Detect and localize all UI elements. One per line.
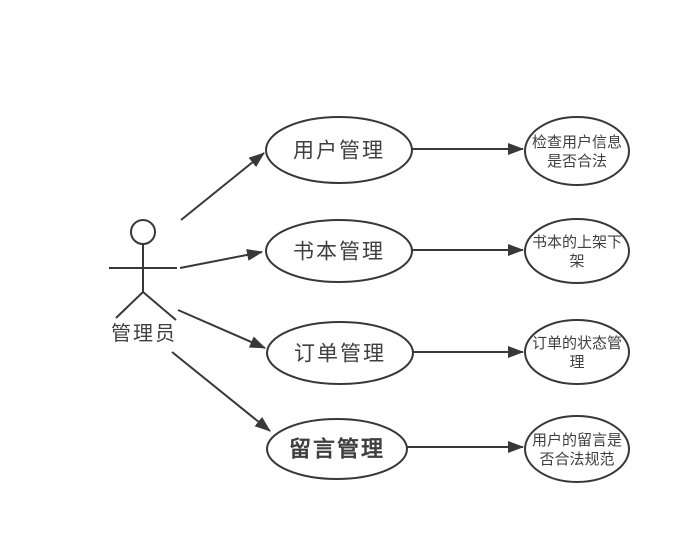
usecase-label-line: 订单管理 — [294, 341, 386, 365]
arrow-admin-to-book-management — [179, 248, 263, 269]
arrow-admin-to-message-management — [171, 351, 271, 432]
usecase-message-legality: 用户的留言是否合法规范 — [524, 415, 630, 483]
usecase-user-management: 用户管理 — [265, 116, 413, 184]
usecase-order-status: 订单的状态管理 — [524, 319, 630, 385]
usecase-label-message-management: 留言管理 — [289, 437, 385, 462]
usecase-label-line: 书本的上架下 — [532, 234, 622, 251]
usecase-ellipse-order-status — [524, 319, 630, 385]
usecase-label-book-management: 书本管理 — [293, 239, 385, 263]
actor-head — [130, 219, 156, 245]
usecase-check-user-info: 检查用户信息是否合法 — [524, 116, 630, 186]
arrow-admin-to-user-management — [180, 152, 265, 221]
usecase-label-line: 是否合法 — [547, 153, 607, 170]
usecase-ellipse-book-shelving — [524, 218, 630, 284]
usecase-label-user-management: 用户管理 — [293, 138, 385, 162]
usecase-ellipse-book-management — [265, 219, 413, 283]
usecase-label-line: 订单的状态管 — [532, 335, 622, 352]
usecase-label-order-status: 订单的状态管理 — [532, 335, 622, 371]
actor-right-leg — [142, 291, 177, 321]
actor-left-leg — [115, 291, 144, 319]
usecase-ellipse-message-management — [266, 418, 408, 480]
actor-admin: 管理员 — [109, 219, 177, 345]
usecase-ellipse-message-legality — [524, 415, 630, 483]
usecase-label-line: 用户管理 — [293, 138, 385, 162]
usecase-label-line: 书本管理 — [293, 239, 385, 263]
arrow-admin-to-order-management — [177, 309, 266, 349]
usecase-ellipse-check-user-info — [524, 116, 630, 186]
usecase-label-line: 检查用户信息 — [532, 134, 622, 151]
usecase-book-management: 书本管理 — [265, 219, 413, 283]
usecase-order-management: 订单管理 — [266, 321, 414, 385]
usecase-label-line: 否合法规范 — [539, 451, 614, 468]
usecase-label-line: 留言管理 — [289, 437, 385, 462]
usecase-book-shelving: 书本的上架下架 — [524, 218, 630, 284]
usecase-label-book-shelving: 书本的上架下架 — [532, 234, 622, 270]
usecase-label-line: 理 — [569, 355, 584, 371]
usecase-message-management: 留言管理 — [266, 418, 408, 480]
usecase-label-message-legality: 用户的留言是否合法规范 — [532, 432, 622, 468]
usecase-label-check-user-info: 检查用户信息是否合法 — [532, 134, 622, 170]
usecase-label-line: 用户的留言是 — [532, 432, 622, 449]
usecase-label-order-management: 订单管理 — [294, 341, 386, 365]
usecase-ellipse-order-management — [266, 321, 414, 385]
usecase-label-line: 架 — [569, 253, 584, 270]
actor-label: 管理员 — [111, 322, 177, 345]
usecase-ellipse-user-management — [265, 116, 413, 184]
